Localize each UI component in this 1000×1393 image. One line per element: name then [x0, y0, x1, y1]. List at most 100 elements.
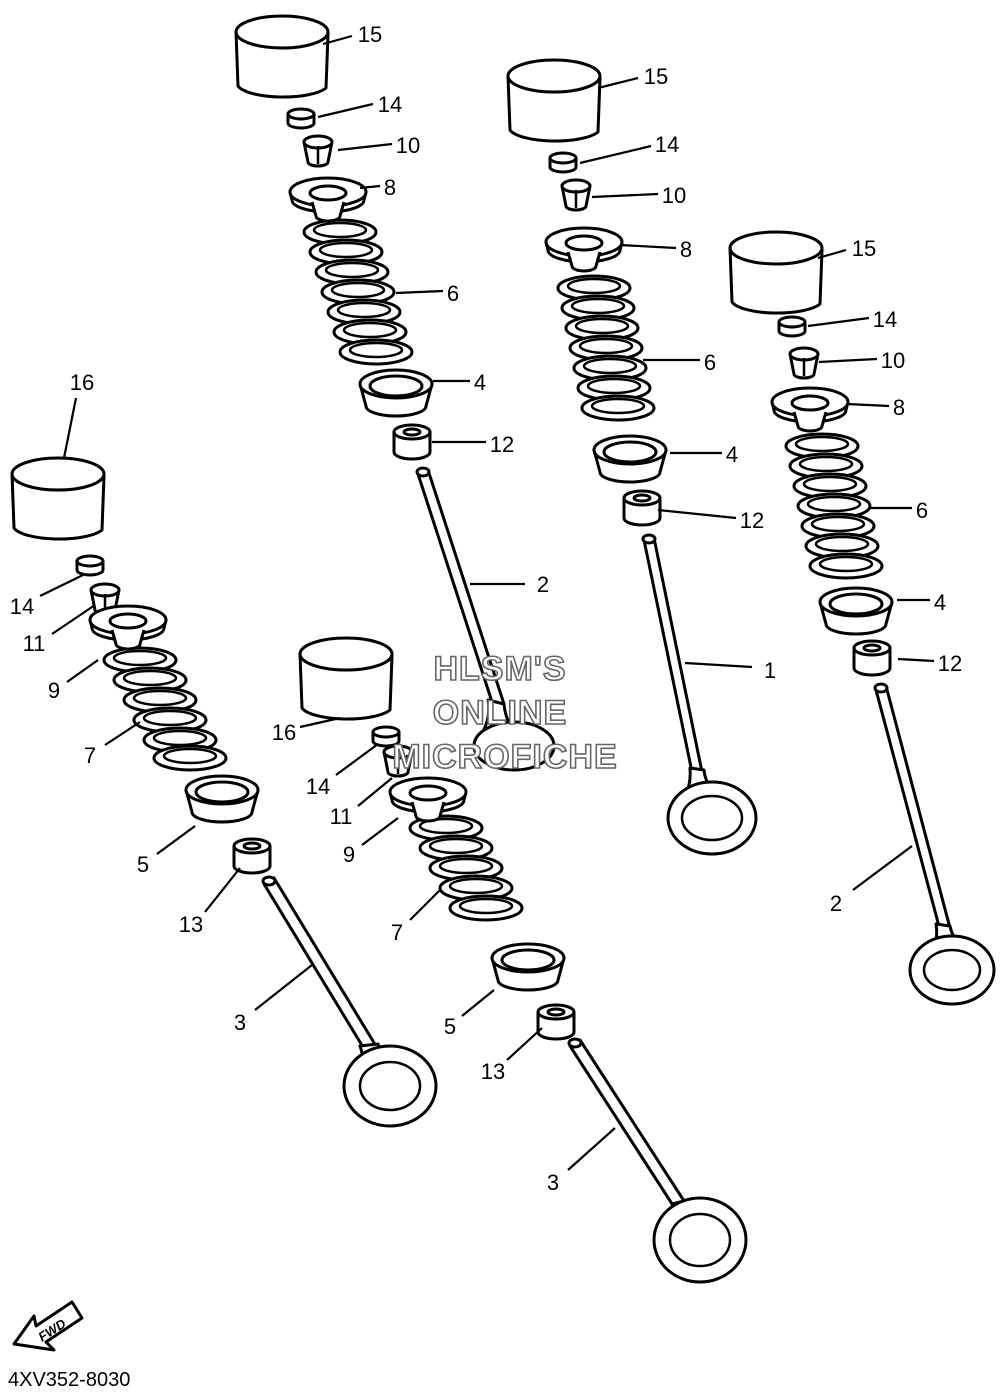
stem-seal-12 — [852, 639, 892, 677]
part-number-12: 12 — [490, 432, 514, 457]
part-number-2: 2 — [537, 572, 549, 597]
leader-line — [409, 889, 441, 921]
watermark-line-3: MICROFICHE — [392, 738, 617, 776]
part-number-10: 10 — [881, 348, 905, 373]
part-number-11: 11 — [23, 631, 46, 656]
fwd-arrow-icon: FWD — [12, 1300, 84, 1352]
leader-line — [337, 142, 393, 152]
stem-seal-12 — [622, 489, 662, 527]
leader-line — [39, 574, 84, 597]
part-callouts: 1223344455666778889910101011111212121313… — [10, 22, 962, 1195]
part-number-16: 16 — [70, 370, 94, 395]
leader-line — [657, 508, 737, 520]
watermark-line-1: HLSM'S — [433, 650, 566, 688]
part-number-15: 15 — [852, 236, 876, 261]
part-number-14: 14 — [873, 307, 897, 332]
valve-cotter-10 — [560, 178, 592, 212]
part-number-12: 12 — [938, 651, 962, 676]
part-number-7: 7 — [84, 743, 96, 768]
leader-line — [335, 743, 379, 776]
leader-line — [357, 777, 393, 807]
part-number-10: 10 — [396, 133, 420, 158]
valve-3 — [567, 1037, 748, 1284]
leader-line — [897, 657, 935, 663]
valve-2 — [415, 466, 556, 772]
leader-line — [51, 604, 96, 635]
leader-line — [66, 659, 99, 683]
spring-seat-5 — [184, 774, 260, 824]
leader-line — [807, 316, 870, 328]
valve-spring-7 — [102, 646, 228, 772]
valve-assembly-5 — [298, 636, 748, 1284]
leader-line — [591, 192, 659, 199]
leader-line — [852, 845, 913, 891]
leader-line — [818, 357, 878, 364]
shim-14 — [286, 107, 316, 130]
valve-assembly-4 — [10, 456, 438, 1128]
part-number-6: 6 — [447, 281, 459, 306]
valve-retainer-8 — [288, 176, 368, 223]
valve-assembly-3 — [728, 230, 996, 1006]
part-number-6: 6 — [916, 498, 928, 523]
valve-assembly-1 — [234, 14, 556, 772]
part-number-3: 3 — [547, 1170, 559, 1195]
valve-1 — [641, 533, 758, 856]
part-number-10: 10 — [662, 183, 686, 208]
valve-lifter-15 — [728, 230, 824, 315]
valve-retainer-8 — [544, 226, 624, 273]
part-number-6: 6 — [704, 350, 716, 375]
part-number-14: 14 — [306, 774, 330, 799]
shim-14 — [75, 554, 105, 577]
watermark-line-2: ONLINE — [433, 694, 567, 732]
part-number-2: 2 — [830, 891, 842, 916]
leader-line — [567, 1127, 616, 1171]
leader-line — [817, 248, 847, 260]
valve-cotter-10 — [788, 346, 820, 380]
part-number-4: 4 — [726, 442, 738, 467]
part-number-13: 13 — [481, 1059, 505, 1084]
spring-seat-4 — [592, 434, 668, 484]
leader-line — [846, 402, 890, 408]
leader-line — [619, 243, 677, 250]
part-number-9: 9 — [48, 678, 60, 703]
valve-2 — [873, 682, 996, 1006]
valve-assembly-2 — [506, 58, 758, 856]
leader-line — [104, 721, 141, 746]
valve-spring-6 — [784, 432, 884, 580]
part-number-14: 14 — [10, 594, 34, 619]
part-number-4: 4 — [474, 370, 486, 395]
part-number-16: 16 — [272, 720, 296, 745]
valve-retainer-9 — [388, 776, 468, 823]
leader-line — [317, 102, 374, 119]
part-number-8: 8 — [384, 175, 396, 200]
part-number-1: 1 — [764, 658, 776, 683]
part-number-5: 5 — [137, 852, 149, 877]
valve-lifter-16 — [10, 456, 106, 541]
valve-lifter-15 — [506, 58, 602, 143]
part-number-3: 3 — [234, 1010, 246, 1035]
valve-3 — [261, 875, 438, 1128]
leader-line — [359, 184, 381, 190]
part-number-15: 15 — [644, 64, 668, 89]
shim-14 — [777, 315, 807, 338]
leader-line — [395, 289, 444, 295]
part-number-9: 9 — [343, 842, 355, 867]
part-number-13: 13 — [179, 912, 203, 937]
valve-cotter-10 — [302, 134, 334, 168]
shim-14 — [548, 151, 578, 174]
valve-retainer-8 — [770, 386, 850, 433]
valve-lifter-15 — [234, 14, 330, 99]
spring-seat-5 — [490, 942, 566, 992]
part-number-8: 8 — [893, 395, 905, 420]
valve-retainer-9 — [88, 604, 168, 651]
part-number-8: 8 — [680, 237, 692, 262]
spring-seat-4 — [358, 368, 434, 418]
stem-seal-12 — [392, 423, 432, 461]
leader-line — [322, 34, 353, 46]
leader-line — [299, 716, 341, 729]
diagram-code: 4XV352-8030 — [8, 1369, 130, 1391]
spring-seat-4 — [818, 586, 894, 636]
leader-line — [62, 397, 78, 459]
valve-spring-6 — [556, 274, 656, 422]
part-number-14: 14 — [655, 132, 679, 157]
